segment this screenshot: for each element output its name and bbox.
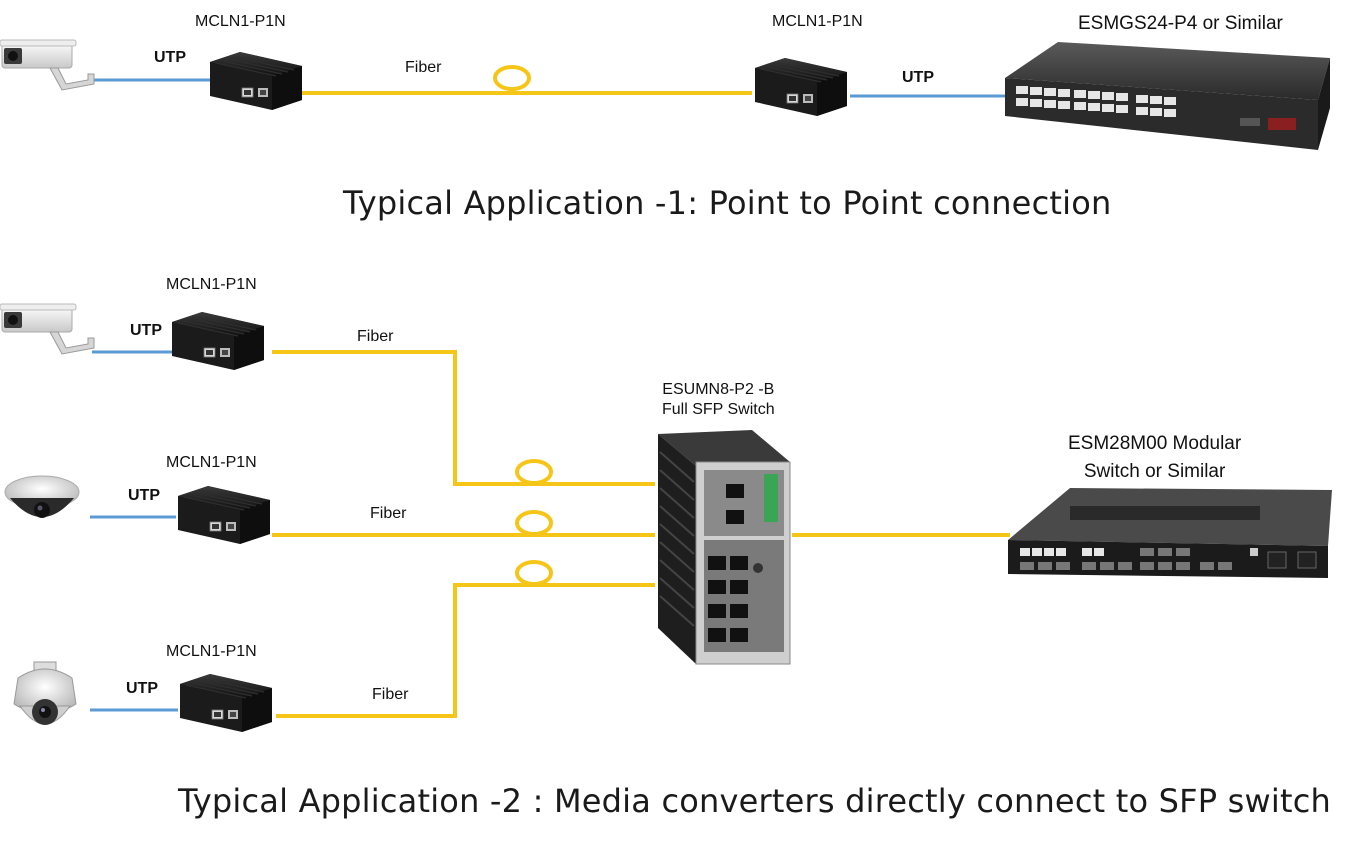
fiber-label: Fiber	[357, 328, 394, 345]
converter-label: MCLN1-P1N	[195, 13, 286, 30]
fiber-cable	[272, 350, 655, 486]
rack-switch-icon	[1005, 42, 1330, 150]
fiber-loop-icon	[493, 65, 531, 91]
converter-label: MCLN1-P1N	[166, 276, 257, 293]
sfp-switch-label-line2: Full SFP Switch	[662, 401, 775, 418]
sfp-din-switch-icon	[658, 430, 791, 665]
dome-camera-icon	[4, 475, 80, 519]
sfp-switch-label: ESUMN8-P2 -B Full SFP Switch	[662, 380, 775, 420]
caption-application-2: Typical Application -2 : Media converter…	[178, 782, 1331, 820]
box-camera-icon	[0, 303, 95, 355]
modular-switch-label-line1: ESM28M00 Modular	[1068, 433, 1242, 454]
fiber-cable	[276, 583, 655, 718]
converter-label: MCLN1-P1N	[772, 13, 863, 30]
ptz-camera-icon	[13, 661, 77, 726]
utp-label: UTP	[154, 49, 186, 66]
caption-application-1: Typical Application -1: Point to Point c…	[343, 184, 1112, 222]
utp-label: UTP	[126, 680, 158, 697]
fiber-label: Fiber	[370, 505, 407, 522]
modular-switch-label-line2: Switch or Similar	[1083, 461, 1226, 482]
converter-label: MCLN1-P1N	[166, 643, 257, 660]
media-converter-icon	[754, 57, 848, 117]
utp-label: UTP	[130, 322, 162, 339]
application-2-diagram	[0, 303, 1332, 733]
converter-label: MCLN1-P1N	[166, 454, 257, 471]
fiber-label: Fiber	[372, 686, 409, 703]
utp-label: UTP	[902, 69, 934, 86]
media-converter-icon	[209, 51, 303, 111]
fiber-loop-icon	[515, 459, 553, 485]
media-converter-icon	[179, 673, 273, 733]
utp-label: UTP	[128, 487, 160, 504]
box-camera-icon	[0, 39, 95, 91]
fiber-loop-icon	[515, 560, 553, 586]
sfp-switch-label-line1: ESUMN8-P2 -B	[662, 381, 775, 398]
media-converter-icon	[177, 485, 271, 545]
switch-label: ESMGS24-P4 or Similar	[1078, 13, 1283, 34]
modular-switch-label: ESM28M00 Modular Switch or Similar	[1068, 430, 1241, 486]
fiber-loop-icon	[515, 510, 553, 536]
media-converter-icon	[171, 311, 265, 371]
application-1-diagram	[0, 39, 1330, 150]
fiber-label: Fiber	[405, 59, 442, 76]
modular-switch-icon	[1008, 488, 1332, 578]
